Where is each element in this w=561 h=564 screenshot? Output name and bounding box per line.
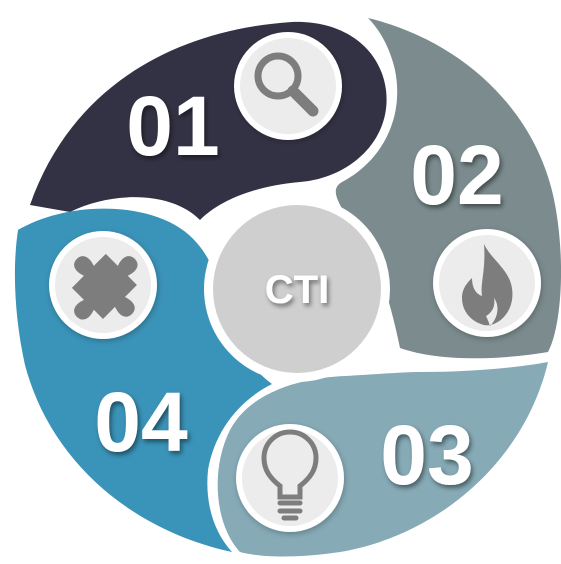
center-disc bbox=[213, 205, 381, 373]
segment-number-04: 04 bbox=[94, 375, 188, 469]
puzzle-piece-icon bbox=[71, 253, 138, 320]
segment-number-01: 01 bbox=[126, 79, 219, 173]
flame-icon bbox=[462, 244, 513, 326]
center-label: CTI bbox=[265, 268, 329, 312]
segment-number-02: 02 bbox=[410, 128, 503, 222]
lightbulb-icon bbox=[261, 429, 319, 521]
magnifier-icon bbox=[254, 52, 319, 117]
icon-badge-01 bbox=[234, 32, 342, 140]
segment-number-03: 03 bbox=[380, 408, 473, 502]
